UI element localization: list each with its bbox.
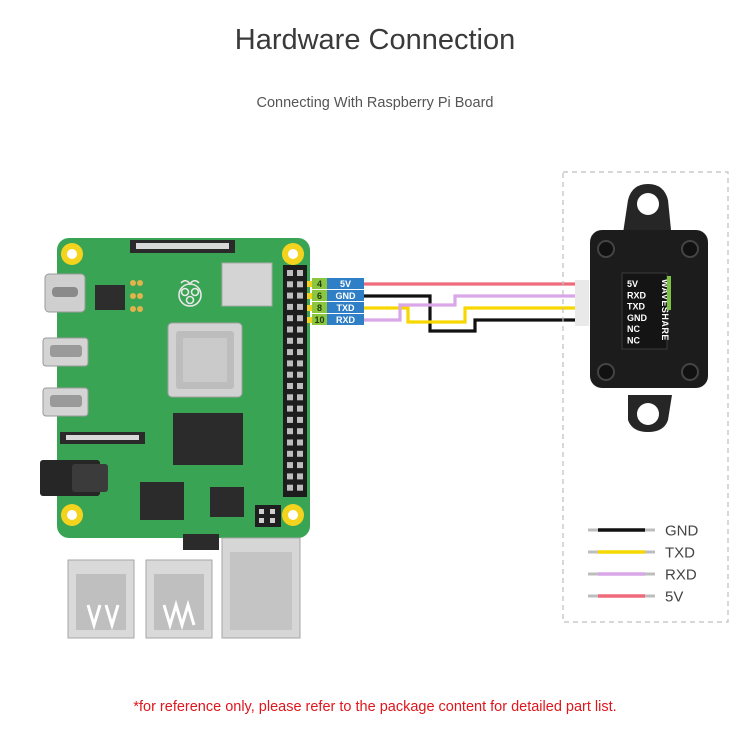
sensor-pin-label: 5V [627, 279, 638, 289]
wire-legend: GND TXD RXD 5V [588, 523, 699, 606]
header-pin-label [327, 302, 364, 313]
legend-label: GND [665, 523, 699, 540]
header-pin-label-text: RXD [336, 315, 356, 325]
header-pin-marker [307, 281, 313, 287]
legend-label: 5V [665, 589, 683, 606]
header-pin-number [312, 278, 327, 289]
sensor-pin-label: GND [627, 313, 648, 323]
header-pin-number-text: 6 [317, 291, 322, 301]
poe-header [255, 505, 281, 527]
header-pin-label [327, 278, 364, 289]
legend-label: RXD [665, 567, 697, 584]
gpio-header [283, 265, 307, 497]
header-pin-marker [307, 305, 313, 311]
header-pin-number-text: 8 [317, 303, 322, 313]
header-pin-marker [307, 293, 313, 299]
wire-rxd [364, 294, 575, 322]
header-pin-label-text: 5V [340, 279, 351, 289]
page-title: Hardware Connection [234, 24, 516, 56]
ethernet-controller-chip [173, 413, 243, 465]
ethernet-port [221, 537, 301, 639]
power-ic [95, 285, 125, 310]
usb-port-1 [67, 559, 135, 639]
sensor-pin-label: NC [627, 336, 640, 346]
sensor-mounting-hole-bottom [637, 403, 659, 425]
wires [364, 282, 575, 333]
header-pin-label-text: TXD [337, 303, 356, 313]
wire-gnd [364, 294, 575, 333]
raspberry-pi-logo-icon [178, 279, 202, 307]
header-pin-marker [307, 317, 313, 323]
sensor-mounting-hole-top [637, 193, 659, 215]
pi-pin-labels: 4 5V 6 GND 8 TXD 10 RXD [307, 278, 364, 325]
ram-chip [221, 262, 273, 307]
header-pin-label [327, 290, 364, 301]
header-pin-number-text: 4 [317, 279, 322, 289]
pi-mounting-holes [61, 243, 304, 526]
header-pin-number [312, 302, 327, 313]
legend-label: TXD [665, 545, 695, 562]
header-pin-number-text: 10 [314, 315, 324, 325]
sensor-pin-label: NC [627, 324, 640, 334]
usb-controller-chip [140, 482, 184, 520]
footnote: *for reference only, please refer to the… [133, 699, 617, 715]
page-subtitle: Connecting With Raspberry Pi Board [256, 95, 494, 111]
usb-port-2 [145, 559, 213, 639]
raspberry-pi-board [40, 238, 310, 639]
header-pin-label-text: GND [336, 291, 357, 301]
header-pin-number [312, 314, 327, 325]
sensor-frame [562, 171, 729, 623]
sensor-brand: WAVESHARE [660, 279, 670, 341]
sensor-pin-label: RXD [627, 290, 647, 300]
sensor-pin-label: TXD [627, 302, 646, 312]
header-pin-number [312, 290, 327, 301]
header-pin-label [327, 314, 364, 325]
